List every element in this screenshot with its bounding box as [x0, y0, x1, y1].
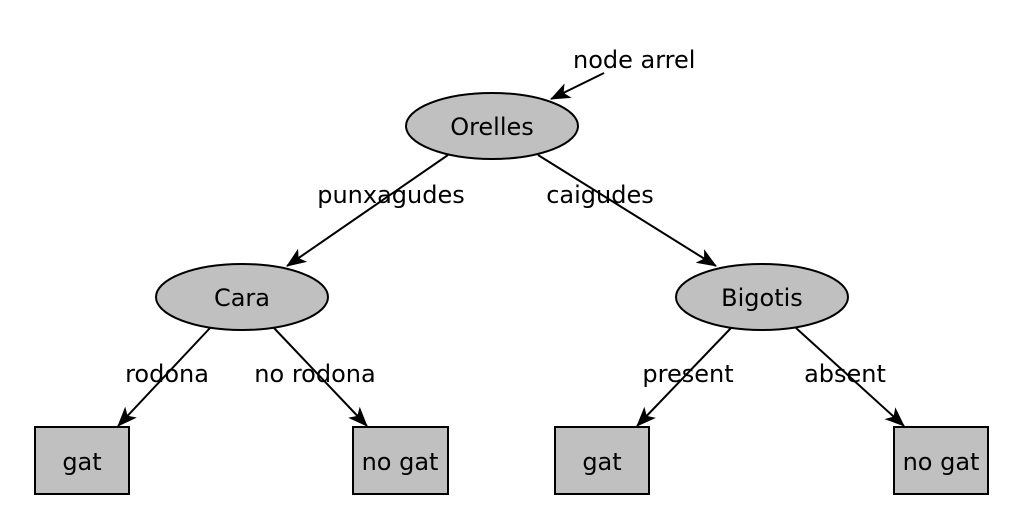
node-right-ellipse	[675, 263, 849, 331]
edge-label-right-rl: present	[642, 360, 733, 388]
node-left: Cara	[155, 263, 329, 331]
node-right-label: Bigotis	[721, 284, 803, 312]
node-root-ellipse	[405, 92, 579, 160]
leaf-lr-label: no gat	[362, 448, 439, 476]
node-root: Orelles	[405, 92, 579, 160]
leaf-lr: no gat	[352, 426, 449, 495]
edge-label-root-right: caigudes	[546, 181, 654, 209]
edge-root-left	[286, 154, 449, 267]
leaf-lr-box	[352, 426, 449, 495]
edge-left-leaf-lr	[273, 327, 368, 427]
root-annotation-arrow	[550, 72, 605, 100]
edge-label-right-rr: absent	[804, 360, 886, 388]
leaf-rr-box	[893, 426, 989, 495]
node-root-label: Orelles	[450, 113, 534, 141]
edge-label-root-left: punxagudes	[317, 181, 465, 209]
edge-root-right	[537, 154, 717, 267]
leaf-ll-box	[34, 426, 130, 495]
leaf-ll: gat	[34, 426, 130, 495]
node-left-label: Cara	[214, 284, 270, 312]
node-left-ellipse	[155, 263, 329, 331]
leaf-rl-label: gat	[582, 448, 621, 476]
leaf-rr-label: no gat	[903, 448, 980, 476]
edge-right-leaf-rr	[795, 327, 905, 427]
edge-right-leaf-rl	[636, 327, 732, 427]
leaf-ll-label: gat	[62, 448, 101, 476]
node-right: Bigotis	[675, 263, 849, 331]
edge-left-leaf-ll	[117, 327, 211, 427]
edge-label-left-lr: no rodona	[254, 360, 375, 388]
leaf-rr: no gat	[893, 426, 989, 495]
edge-label-left-ll: rodona	[125, 360, 209, 388]
root-annotation-label: node arrel	[573, 46, 695, 74]
leaf-rl: gat	[554, 426, 650, 495]
leaf-rl-box	[554, 426, 650, 495]
